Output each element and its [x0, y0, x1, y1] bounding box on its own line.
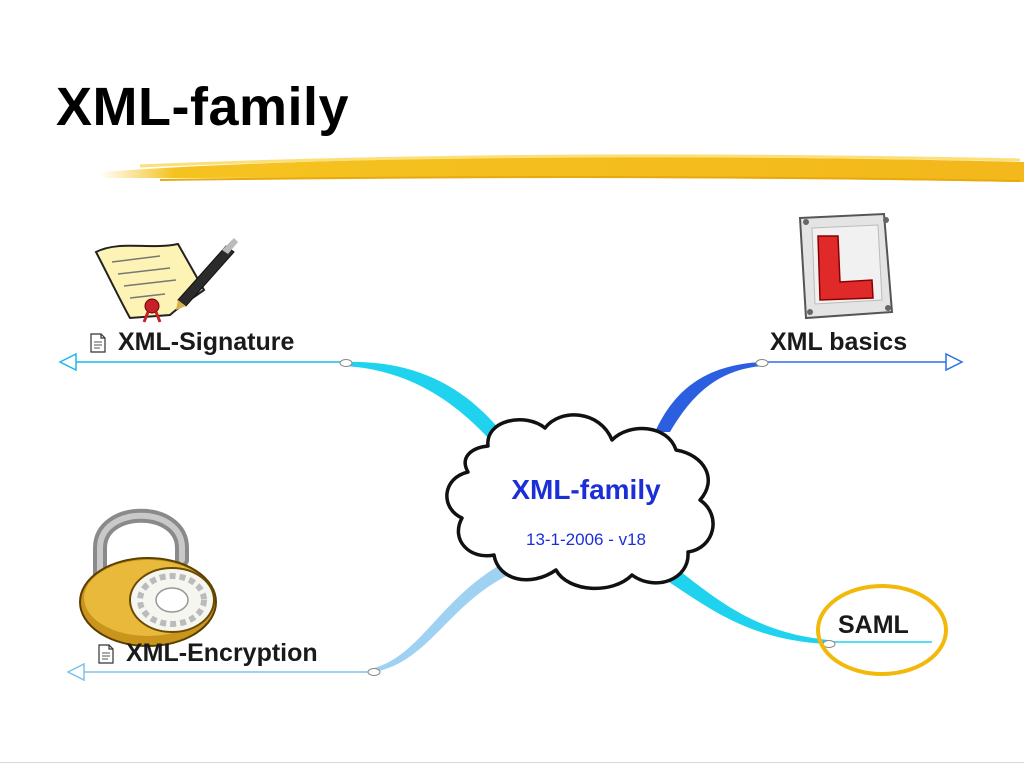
branch-saml-label: SAML	[838, 611, 909, 639]
saml-highlight-ring	[816, 584, 948, 676]
branch-signature-connector	[58, 352, 508, 440]
branch-basics-connector	[655, 352, 964, 432]
bottom-divider	[0, 762, 1024, 763]
signed-document-with-pen-icon	[94, 238, 238, 323]
branch-signature[interactable]: XML-Signature	[90, 328, 294, 357]
branch-basics[interactable]: XML basics	[770, 328, 907, 357]
slide-title: XML-family	[56, 77, 350, 137]
title-underline	[100, 154, 1024, 182]
branch-signature-label: XML-Signature	[118, 328, 295, 356]
branch-encryption[interactable]: XML-Encryption	[98, 639, 318, 668]
padlock-icon	[79, 508, 217, 647]
branch-encryption-connector	[66, 565, 515, 682]
document-icon	[98, 643, 114, 664]
center-node-title[interactable]: XML-family	[511, 474, 661, 505]
branch-saml-connector	[650, 562, 932, 648]
center-node-subtitle: 13-1-2006 - v18	[525, 530, 647, 549]
document-icon	[90, 332, 106, 353]
branch-saml[interactable]: SAML	[838, 611, 909, 640]
branch-basics-label: XML basics	[770, 328, 908, 356]
learner-l-plate-icon	[798, 212, 894, 320]
branch-encryption-label: XML-Encryption	[126, 639, 318, 667]
center-cloud	[445, 413, 715, 590]
